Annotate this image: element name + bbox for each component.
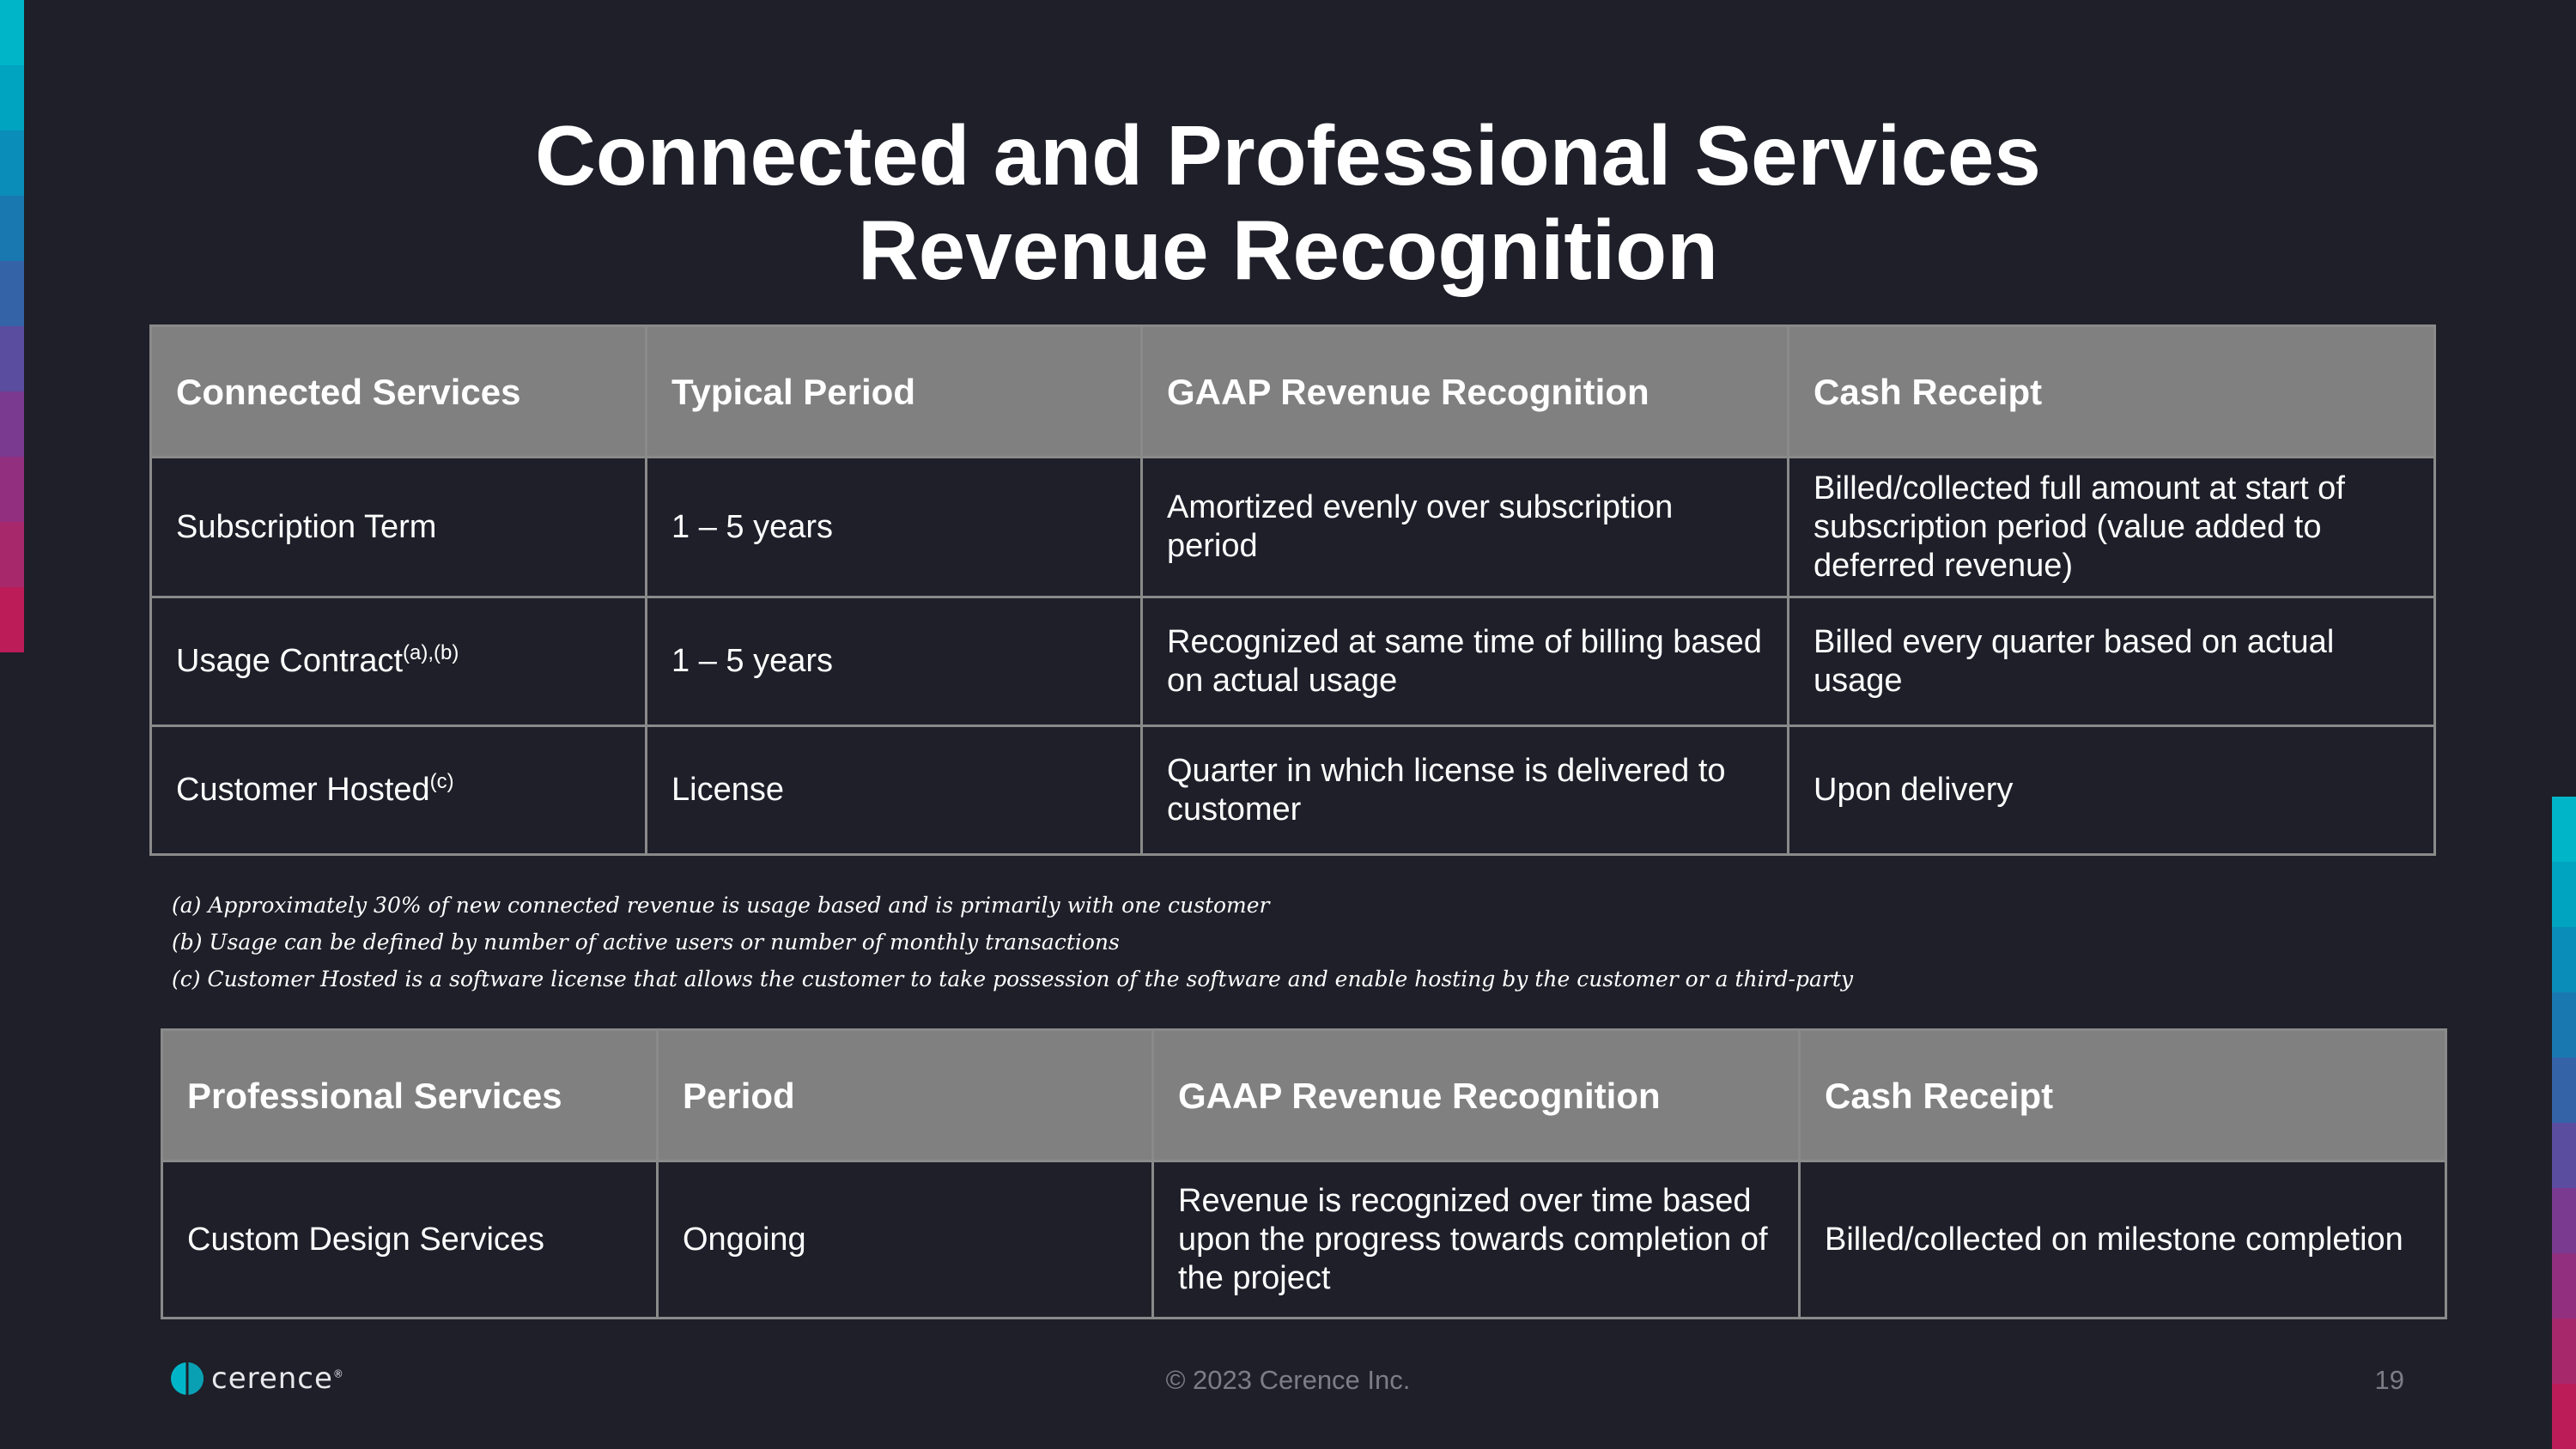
cash-cell: Upon delivery	[1787, 724, 2436, 856]
right-accent-stripe	[2552, 797, 2576, 1449]
header-period: Period	[656, 1028, 1154, 1162]
period-cell: License	[645, 724, 1143, 856]
footnotes: (a) Approximately 30% of new connected r…	[172, 887, 1853, 997]
table-header-row: Connected Services Typical Period GAAP R…	[149, 324, 2436, 458]
table-header-row: Professional Services Period GAAP Revenu…	[161, 1028, 2447, 1162]
gaap-cell: Quarter in which license is delivered to…	[1140, 724, 1789, 856]
header-cash-receipt: Cash Receipt	[1787, 324, 2436, 458]
table-row: Usage Contract(a),(b) 1 – 5 years Recogn…	[149, 596, 2436, 727]
table-row: Customer Hosted(c) License Quarter in wh…	[149, 724, 2436, 856]
service-cell: Subscription Term	[149, 456, 647, 598]
gaap-cell: Revenue is recognized over time based up…	[1151, 1160, 1801, 1319]
header-typical-period: Typical Period	[645, 324, 1143, 458]
cash-cell: Billed/collected on milestone completion	[1798, 1160, 2447, 1319]
gaap-cell: Recognized at same time of billing based…	[1140, 596, 1789, 727]
connected-services-table: Connected Services Typical Period GAAP R…	[149, 324, 2436, 856]
period-cell: Ongoing	[656, 1160, 1154, 1319]
logo-trademark: ®	[332, 1367, 344, 1380]
service-cell: Customer Hosted(c)	[149, 724, 647, 856]
title-line-1: Connected and Professional Services	[535, 108, 2041, 203]
header-cash-receipt: Cash Receipt	[1798, 1028, 2447, 1162]
footnote-b: (b) Usage can be defined by number of ac…	[172, 930, 1120, 955]
page-title: Connected and Professional Services Reve…	[0, 108, 2576, 297]
table-row: Subscription Term 1 – 5 years Amortized …	[149, 456, 2436, 598]
footnote-ref: (c)	[429, 770, 454, 793]
title-line-2: Revenue Recognition	[858, 203, 1718, 297]
header-gaap-revenue-recognition: GAAP Revenue Recognition	[1151, 1028, 1801, 1162]
footnote-ref: (a),(b)	[403, 641, 459, 664]
copyright: © 2023 Cerence Inc.	[1165, 1365, 1411, 1395]
cash-cell: Billed every quarter based on actual usa…	[1787, 596, 2436, 727]
gaap-cell: Amortized evenly over subscription perio…	[1140, 456, 1789, 598]
header-gaap-revenue-recognition: GAAP Revenue Recognition	[1140, 324, 1789, 458]
cash-cell: Billed/collected full amount at start of…	[1787, 456, 2436, 598]
header-professional-services: Professional Services	[161, 1028, 659, 1162]
left-accent-stripe	[0, 0, 24, 652]
footnote-c: (c) Customer Hosted is a software licens…	[172, 967, 1854, 991]
logo-text: cerence	[211, 1361, 333, 1396]
service-name: Subscription Term	[176, 508, 437, 545]
page-number: 19	[2374, 1365, 2404, 1395]
service-name: Customer Hosted	[176, 772, 430, 808]
period-cell: 1 – 5 years	[645, 456, 1143, 598]
table-row: Custom Design Services Ongoing Revenue i…	[161, 1160, 2447, 1319]
logo-wordmark: cerence®	[211, 1361, 344, 1396]
service-cell: Usage Contract(a),(b)	[149, 596, 647, 727]
footnote-a: (a) Approximately 30% of new connected r…	[172, 893, 1270, 918]
professional-services-table: Professional Services Period GAAP Revenu…	[161, 1028, 2447, 1319]
cerence-logo: cerence®	[170, 1361, 344, 1396]
service-name: Usage Contract	[176, 643, 404, 679]
period-cell: 1 – 5 years	[645, 596, 1143, 727]
service-cell: Custom Design Services	[161, 1160, 659, 1319]
header-connected-services: Connected Services	[149, 324, 647, 458]
cerence-logo-icon	[171, 1362, 204, 1395]
